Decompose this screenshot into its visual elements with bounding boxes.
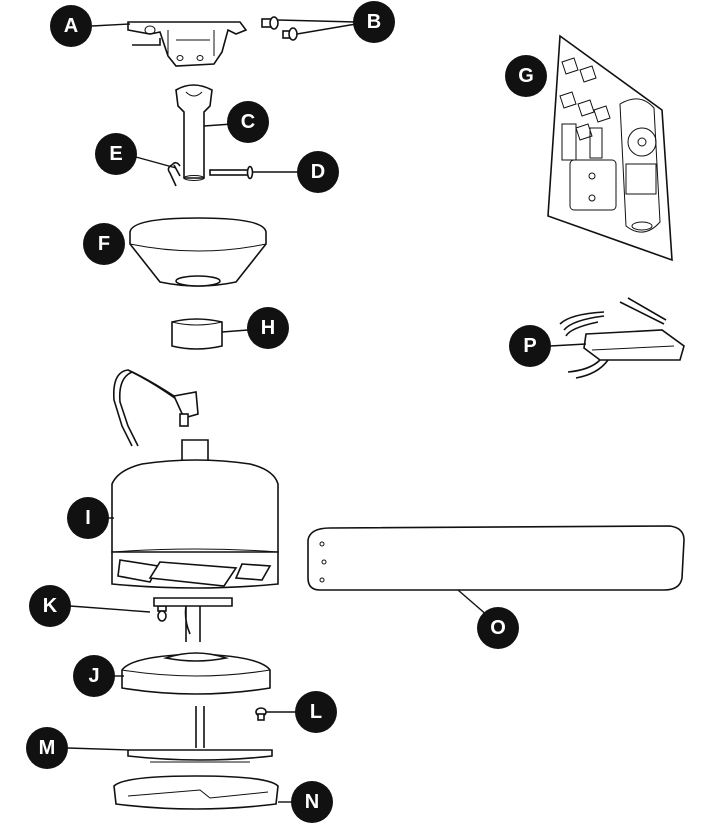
label-n: N	[291, 781, 333, 823]
part-g-hardware-card	[547, 34, 673, 262]
svg-text:C: C	[241, 111, 255, 133]
label-a: A	[50, 5, 92, 47]
svg-text:O: O	[490, 617, 506, 639]
part-l-screw	[255, 707, 267, 721]
svg-text:F: F	[98, 233, 110, 255]
part-c-downrod	[175, 84, 213, 181]
svg-text:N: N	[305, 791, 319, 813]
svg-text:H: H	[261, 317, 275, 339]
svg-text:A: A	[64, 15, 78, 37]
part-h-coupling-cover	[171, 318, 223, 350]
svg-text:K: K	[43, 595, 58, 617]
svg-text:P: P	[523, 335, 536, 357]
svg-text:B: B	[367, 11, 381, 33]
label-e: E	[95, 133, 137, 175]
label-j: J	[73, 655, 115, 697]
label-d: D	[297, 151, 339, 193]
label-g: G	[505, 55, 547, 97]
part-f-canopy	[129, 217, 267, 287]
svg-text:L: L	[310, 701, 322, 723]
svg-text:G: G	[518, 65, 534, 87]
part-k-screw	[157, 605, 167, 622]
part-o-fan-blade	[307, 525, 685, 591]
part-i-motor-housing	[111, 369, 279, 589]
part-j-switch-housing	[121, 652, 271, 695]
label-o: O	[477, 607, 519, 649]
part-p-receiver	[559, 297, 685, 379]
part-e-cotter-pin	[167, 161, 181, 187]
wire-connectors	[559, 57, 611, 141]
part-d-clevis-pin	[209, 165, 254, 180]
remote-control	[619, 98, 661, 233]
label-h: H	[247, 307, 289, 349]
label-l: L	[295, 691, 337, 733]
part-n-light-cover	[113, 775, 279, 810]
part-m-led-plate	[127, 706, 273, 763]
svg-text:E: E	[109, 143, 122, 165]
label-c: C	[227, 101, 269, 143]
svg-text:M: M	[39, 737, 56, 759]
label-m: M	[26, 727, 68, 769]
svg-text:D: D	[311, 161, 325, 183]
part-a-mounting-bracket	[127, 21, 248, 67]
label-i: I	[67, 497, 109, 539]
label-k: K	[29, 585, 71, 627]
label-p: P	[509, 325, 551, 367]
label-b: B	[353, 1, 395, 43]
switch-plate	[153, 597, 233, 642]
svg-text:J: J	[88, 665, 99, 687]
svg-text:I: I	[85, 507, 91, 529]
label-f: F	[83, 223, 125, 265]
